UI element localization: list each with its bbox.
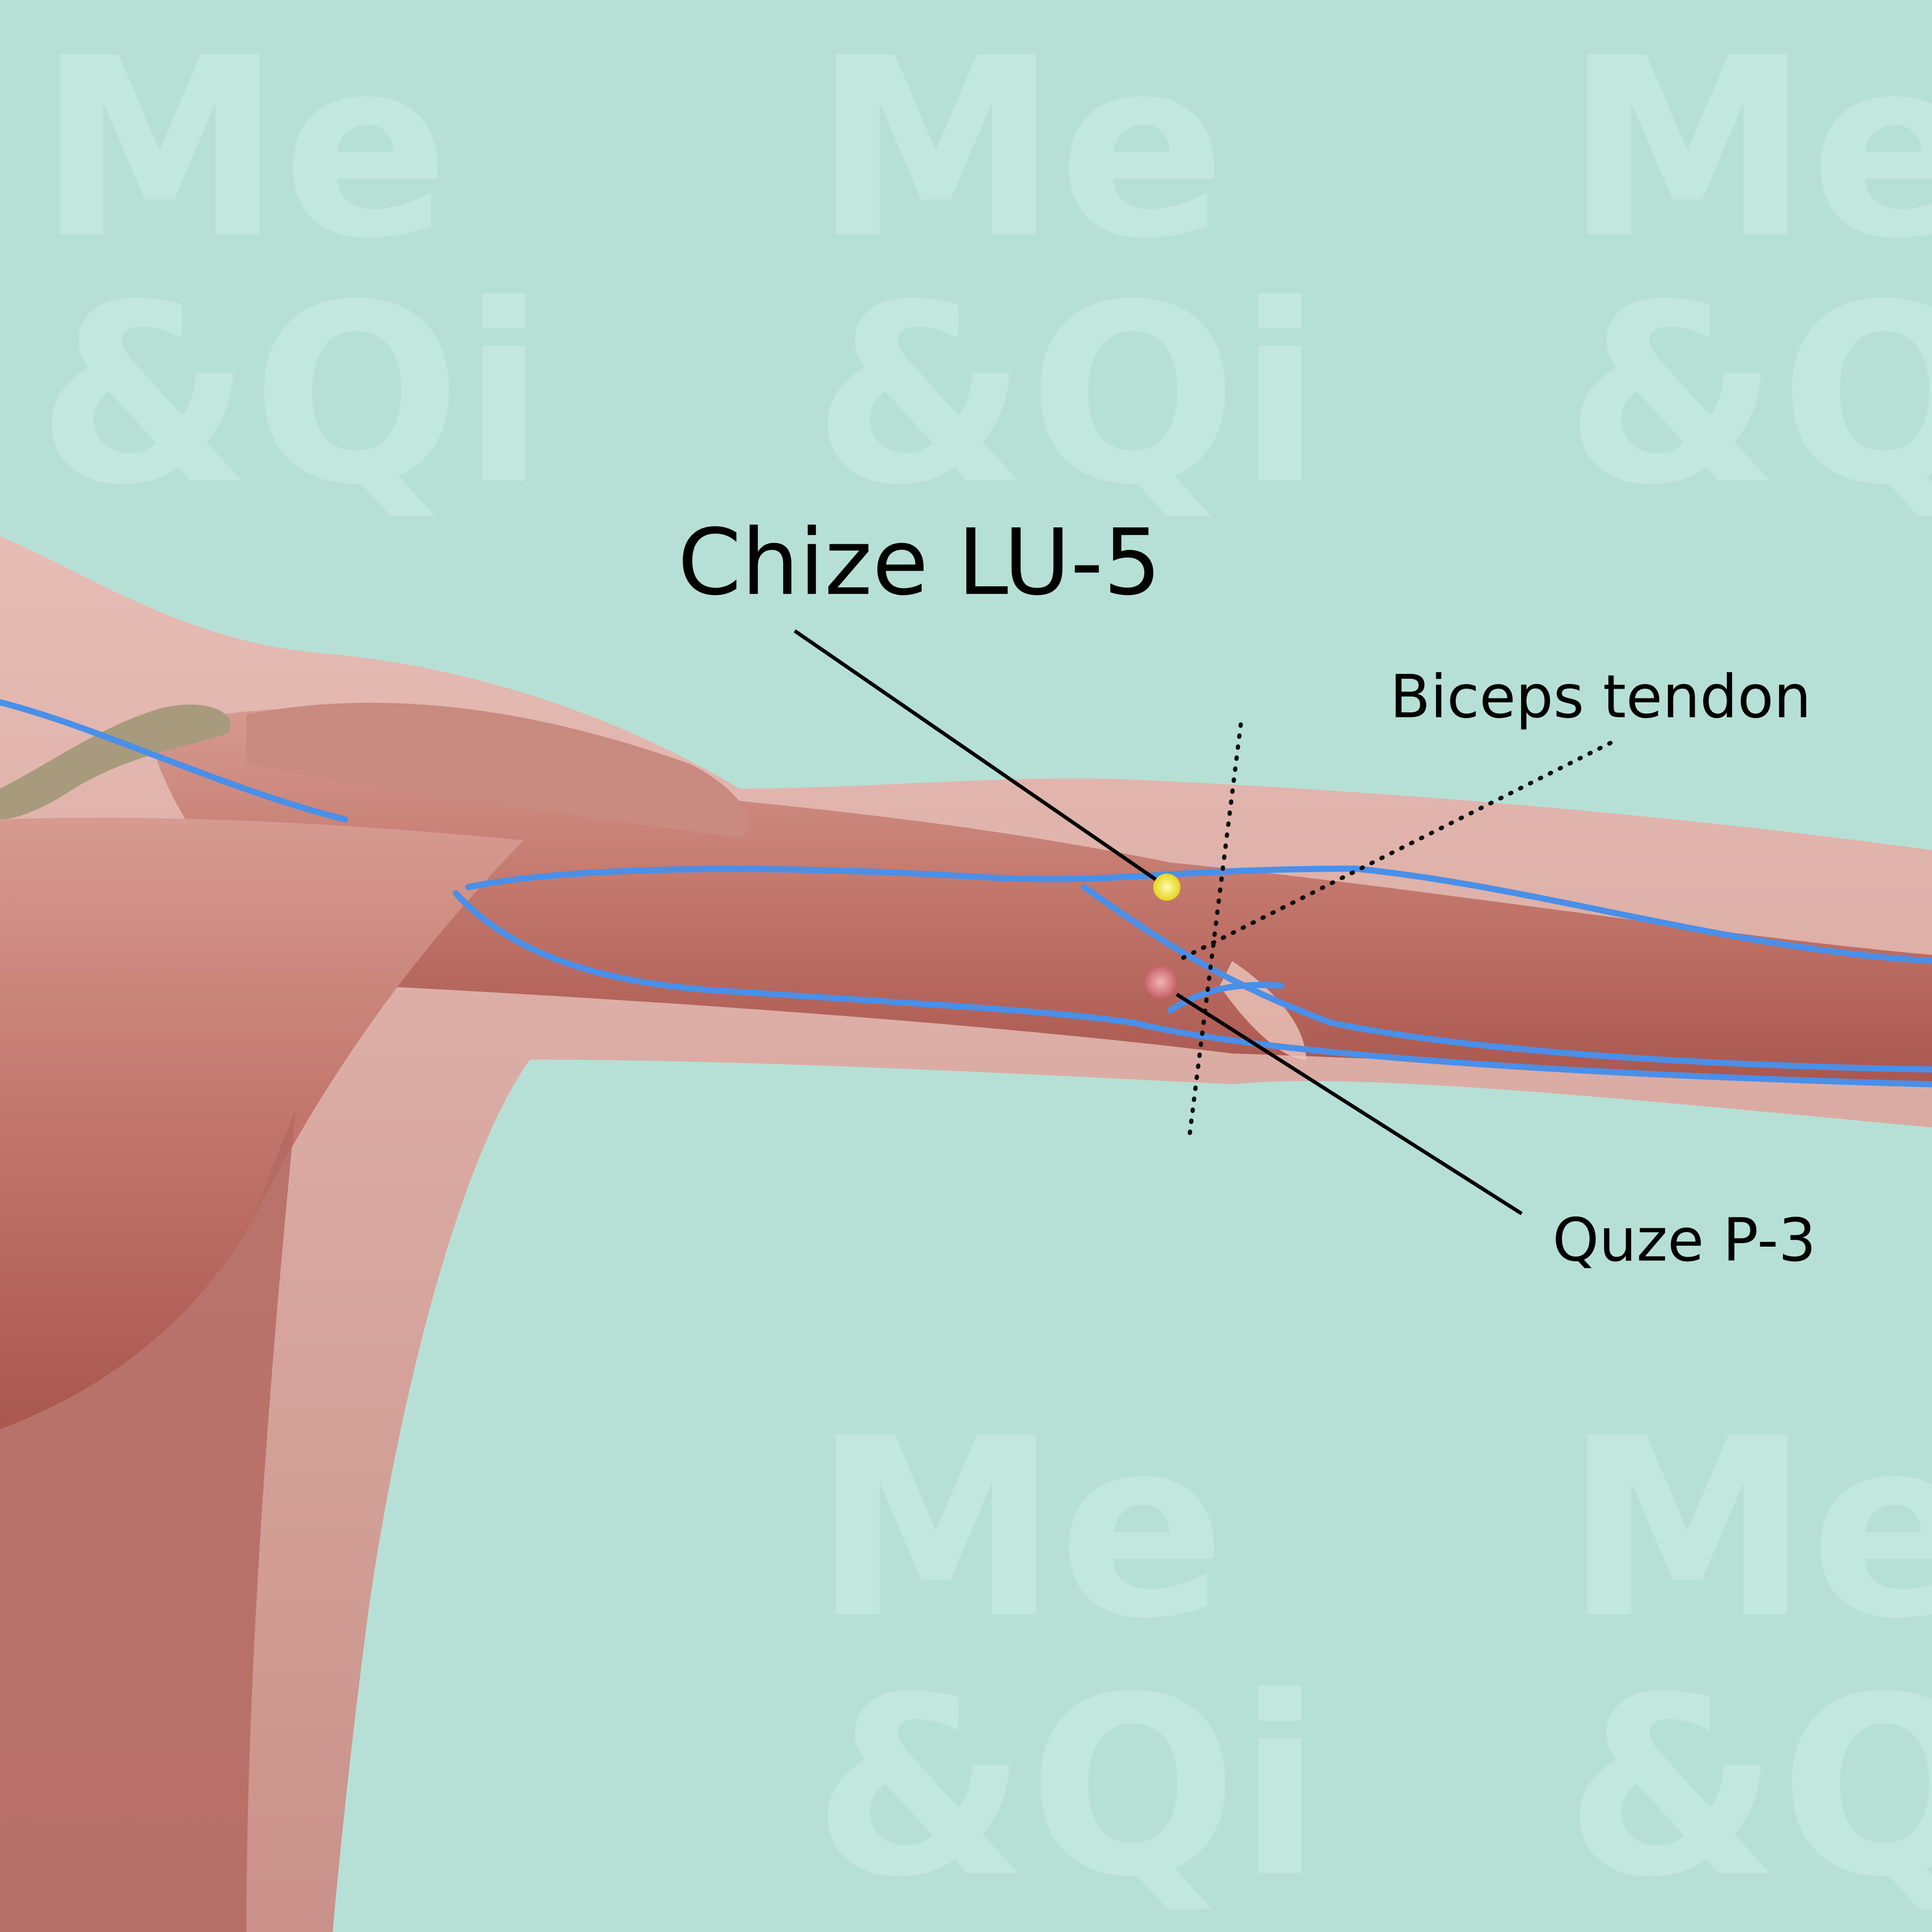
watermark: Me &Qi Me &Qi Me &Qi Me &Qi Me &Qi [37, 6, 1932, 1931]
svg-text:Me: Me [1565, 6, 1932, 292]
acupoint-chize-lu5[interactable] [1153, 874, 1181, 901]
svg-text:&Qi: &Qi [1565, 252, 1932, 539]
svg-text:Me: Me [813, 6, 1225, 292]
svg-text:Me: Me [813, 1386, 1225, 1673]
svg-text:Me: Me [1565, 1386, 1932, 1673]
vessels [0, 699, 1932, 1088]
torso-muscle [0, 1109, 296, 1932]
label-biceps-tendon: Biceps tendon [1390, 662, 1811, 731]
clavicle-bone [0, 704, 231, 820]
svg-text:Me: Me [37, 6, 449, 292]
guide-line-biceps [1174, 741, 1613, 964]
title-chize-lu5: Chize LU-5 [678, 509, 1161, 616]
deltoid-muscle [246, 702, 749, 838]
leader-line-quze [1175, 992, 1523, 1216]
svg-text:&Qi: &Qi [813, 1645, 1322, 1932]
acupoint-quze-p3[interactable] [1144, 966, 1177, 998]
svg-text:&Qi: &Qi [37, 252, 546, 539]
svg-text:&Qi: &Qi [813, 252, 1322, 539]
label-quze-p3: Quze P-3 [1552, 1206, 1816, 1274]
guide-line-vertical [1187, 722, 1243, 1142]
pectoral-muscle [0, 817, 524, 1430]
leader-line-chize [793, 629, 1168, 889]
svg-text:&Qi: &Qi [1565, 1645, 1932, 1932]
